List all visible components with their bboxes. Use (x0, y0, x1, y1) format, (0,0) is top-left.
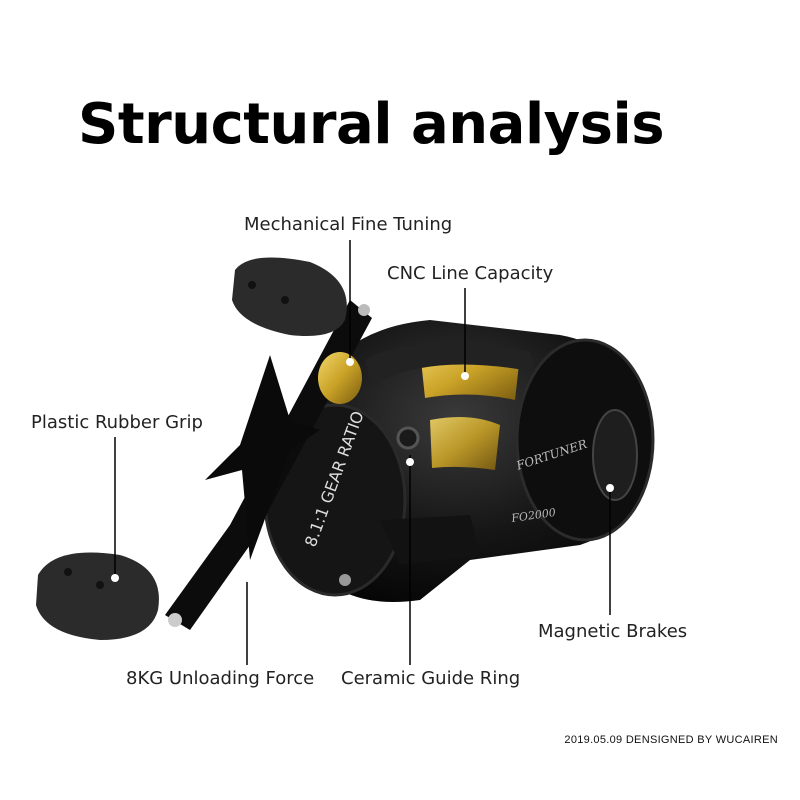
guide-ring (396, 426, 420, 450)
gold-nut (318, 352, 362, 404)
spool-lower (430, 416, 500, 470)
lower-knob (36, 552, 159, 640)
brake-dial (592, 409, 638, 501)
model-marking: FO2000 (510, 506, 557, 525)
label-plastic-rubber-grip: Plastic Rubber Grip (31, 412, 203, 433)
label-unloading-force: 8KG Unloading Force (126, 668, 315, 689)
label-ceramic-guide-ring: Ceramic Guide Ring (341, 668, 521, 689)
reel-foot (380, 515, 480, 565)
star-drag (205, 355, 320, 560)
label-mechanical-fine-tuning: Mechanical Fine Tuning (244, 214, 453, 235)
label-magnetic-brakes: Magnetic Brakes (538, 621, 688, 642)
upper-knob (232, 257, 347, 336)
label-cnc-line-capacity: CNC Line Capacity (387, 263, 554, 284)
pointer-dots (111, 358, 614, 582)
pointer-lines (114, 240, 611, 665)
thumb-bar (365, 342, 535, 385)
page-title: Structural analysis (78, 92, 665, 157)
footer-credit: 2019.05.09 DENSIGNED BY WUCAIREN (564, 734, 778, 746)
